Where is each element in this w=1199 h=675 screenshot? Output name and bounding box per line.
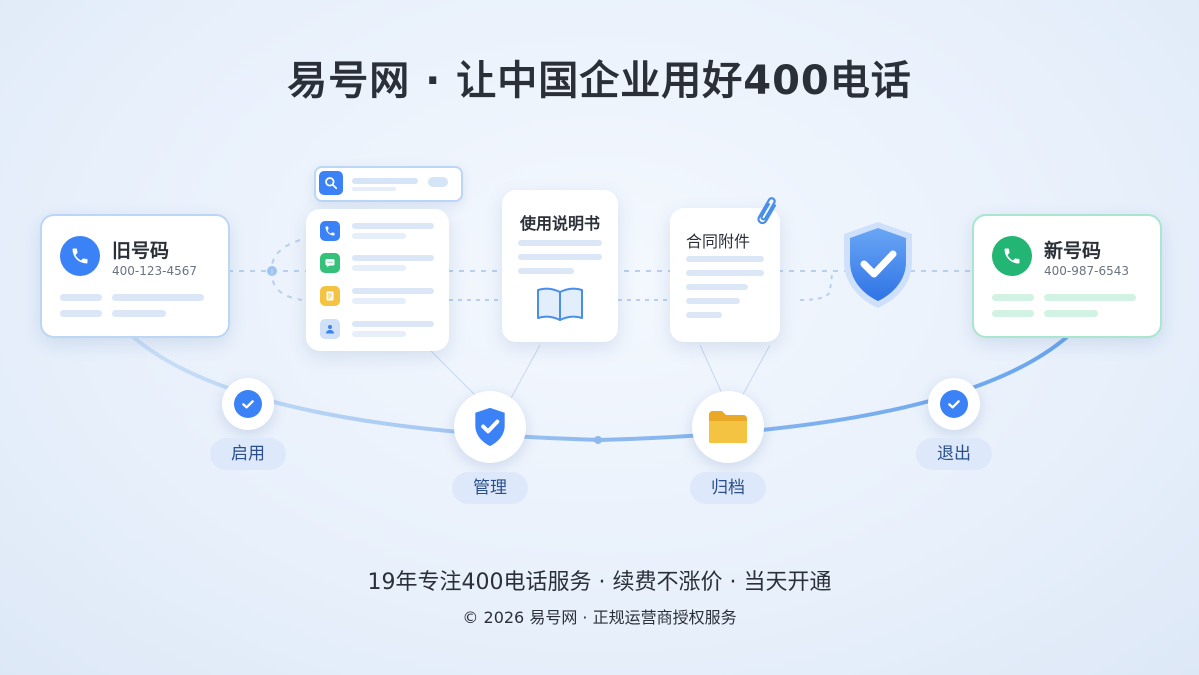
placeholder-bar bbox=[352, 223, 434, 229]
placeholder-bar bbox=[518, 268, 574, 274]
chat-icon bbox=[320, 253, 340, 273]
paperclip-icon bbox=[750, 193, 783, 234]
open-book-icon bbox=[536, 286, 584, 326]
check-icon bbox=[940, 390, 968, 418]
old-number-card: 旧号码 400-123-4567 bbox=[40, 214, 230, 338]
placeholder-bar bbox=[352, 298, 406, 304]
placeholder-bar bbox=[352, 233, 406, 239]
step-label-manage: 管理 bbox=[452, 472, 528, 504]
placeholder-bar bbox=[352, 187, 396, 191]
old-number-label: 旧号码 bbox=[112, 240, 170, 262]
placeholder-bar bbox=[686, 270, 764, 276]
step-label-enable: 启用 bbox=[210, 438, 286, 470]
step-label-archive: 归档 bbox=[690, 472, 766, 504]
phone-icon bbox=[60, 236, 100, 276]
search-icon bbox=[319, 171, 343, 195]
placeholder-bar bbox=[1044, 294, 1136, 301]
new-number-label: 新号码 bbox=[1044, 240, 1102, 262]
step-manage-node[interactable] bbox=[454, 391, 526, 463]
placeholder-bar bbox=[352, 331, 406, 337]
placeholder-bar bbox=[518, 254, 602, 260]
copyright: © 2026 易号网 · 正规运营商授权服务 bbox=[462, 608, 737, 627]
placeholder-bar bbox=[686, 298, 740, 304]
placeholder-bar bbox=[428, 177, 448, 187]
contract-attachment-card: 合同附件 bbox=[670, 197, 780, 342]
check-icon bbox=[234, 390, 262, 418]
page-title: 易号网 · 让中国企业用好400电话 bbox=[287, 58, 912, 104]
placeholder-bar bbox=[518, 240, 602, 246]
tagline: 19年专注400电话服务 · 续费不涨价 · 当天开通 bbox=[367, 570, 832, 595]
attachment-title: 合同附件 bbox=[686, 232, 751, 251]
old-number-value: 400-123-4567 bbox=[112, 264, 198, 278]
placeholder-bar bbox=[112, 310, 166, 317]
placeholder-bar bbox=[1044, 310, 1098, 317]
note-icon bbox=[320, 286, 340, 306]
manual-document-card: 使用说明书 bbox=[502, 190, 618, 342]
step-label-exit: 退出 bbox=[916, 438, 992, 470]
placeholder-bar bbox=[992, 294, 1034, 301]
shield-check-icon bbox=[838, 218, 918, 316]
phone-icon bbox=[992, 236, 1032, 276]
shield-check-icon bbox=[475, 407, 505, 447]
placeholder-bar bbox=[352, 288, 434, 294]
placeholder-bar bbox=[686, 312, 722, 318]
placeholder-bar bbox=[352, 321, 434, 327]
placeholder-bar bbox=[60, 294, 102, 301]
placeholder-bar bbox=[352, 178, 418, 184]
placeholder-bar bbox=[686, 256, 764, 262]
new-number-value: 400-987-6543 bbox=[1044, 264, 1130, 278]
step-exit-node[interactable] bbox=[928, 378, 980, 430]
contact-list-card bbox=[306, 209, 449, 351]
search-bar[interactable] bbox=[314, 166, 463, 202]
placeholder-bar bbox=[992, 310, 1034, 317]
manual-title: 使用说明书 bbox=[519, 214, 600, 233]
step-enable-node[interactable] bbox=[222, 378, 274, 430]
phone-icon bbox=[320, 221, 340, 241]
new-number-card: 新号码 400-987-6543 bbox=[972, 214, 1162, 338]
step-archive-node[interactable] bbox=[692, 391, 764, 463]
placeholder-bar bbox=[352, 265, 406, 271]
placeholder-bar bbox=[60, 310, 102, 317]
folder-icon bbox=[709, 411, 747, 443]
placeholder-bar bbox=[686, 284, 748, 290]
placeholder-bar bbox=[112, 294, 204, 301]
user-icon bbox=[320, 319, 340, 339]
placeholder-bar bbox=[352, 255, 434, 261]
